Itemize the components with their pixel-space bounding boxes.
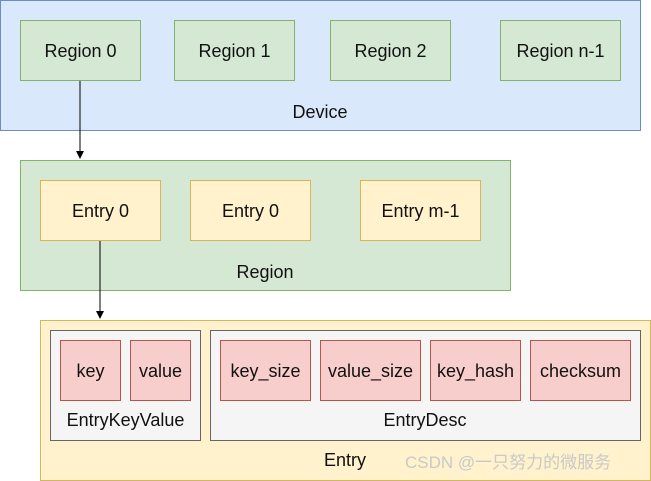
- field-key-hash-label: key_hash: [436, 360, 515, 381]
- field-value: value: [130, 340, 191, 401]
- field-value-label: value: [138, 360, 183, 381]
- device-region-2: Region 2: [330, 20, 451, 81]
- region-entry-m-1-label: Entry m-1: [381, 200, 460, 221]
- region-entry-1: Entry 0: [190, 180, 311, 241]
- region-label: Region: [236, 262, 294, 282]
- field-key-size: key_size: [220, 340, 311, 401]
- device-label: Device: [292, 102, 348, 122]
- region-entry-0: Entry 0: [40, 180, 161, 241]
- device-region-1: Region 1: [174, 20, 295, 81]
- device-region-1-label: Region 1: [198, 40, 271, 61]
- field-checksum-label: checksum: [539, 360, 622, 381]
- region-entry-m-1: Entry m-1: [360, 180, 481, 241]
- field-key-size-label: key_size: [230, 360, 301, 381]
- field-value-size-label: value_size: [327, 360, 414, 381]
- device-region-0-label: Region 0: [44, 40, 117, 61]
- entry-desc-label: EntryDesc: [383, 410, 467, 430]
- field-key-label: key: [76, 360, 105, 381]
- entry-key-value-label: EntryKeyValue: [66, 410, 185, 430]
- watermark: CSDN @一只努力的微服务: [405, 453, 612, 472]
- device-region-0: Region 0: [20, 20, 141, 81]
- region-entry-0-label: Entry 0: [71, 200, 130, 221]
- field-key-hash: key_hash: [430, 340, 521, 401]
- field-checksum: checksum: [530, 340, 631, 401]
- device-region-n-1-label: Region n-1: [516, 40, 605, 61]
- region-entry-1-label: Entry 0: [221, 200, 280, 221]
- field-value-size: value_size: [320, 340, 421, 401]
- device-region-n-1: Region n-1: [500, 20, 621, 81]
- entry-label: Entry: [323, 450, 366, 470]
- device-region-2-label: Region 2: [354, 40, 427, 61]
- field-key: key: [60, 340, 121, 401]
